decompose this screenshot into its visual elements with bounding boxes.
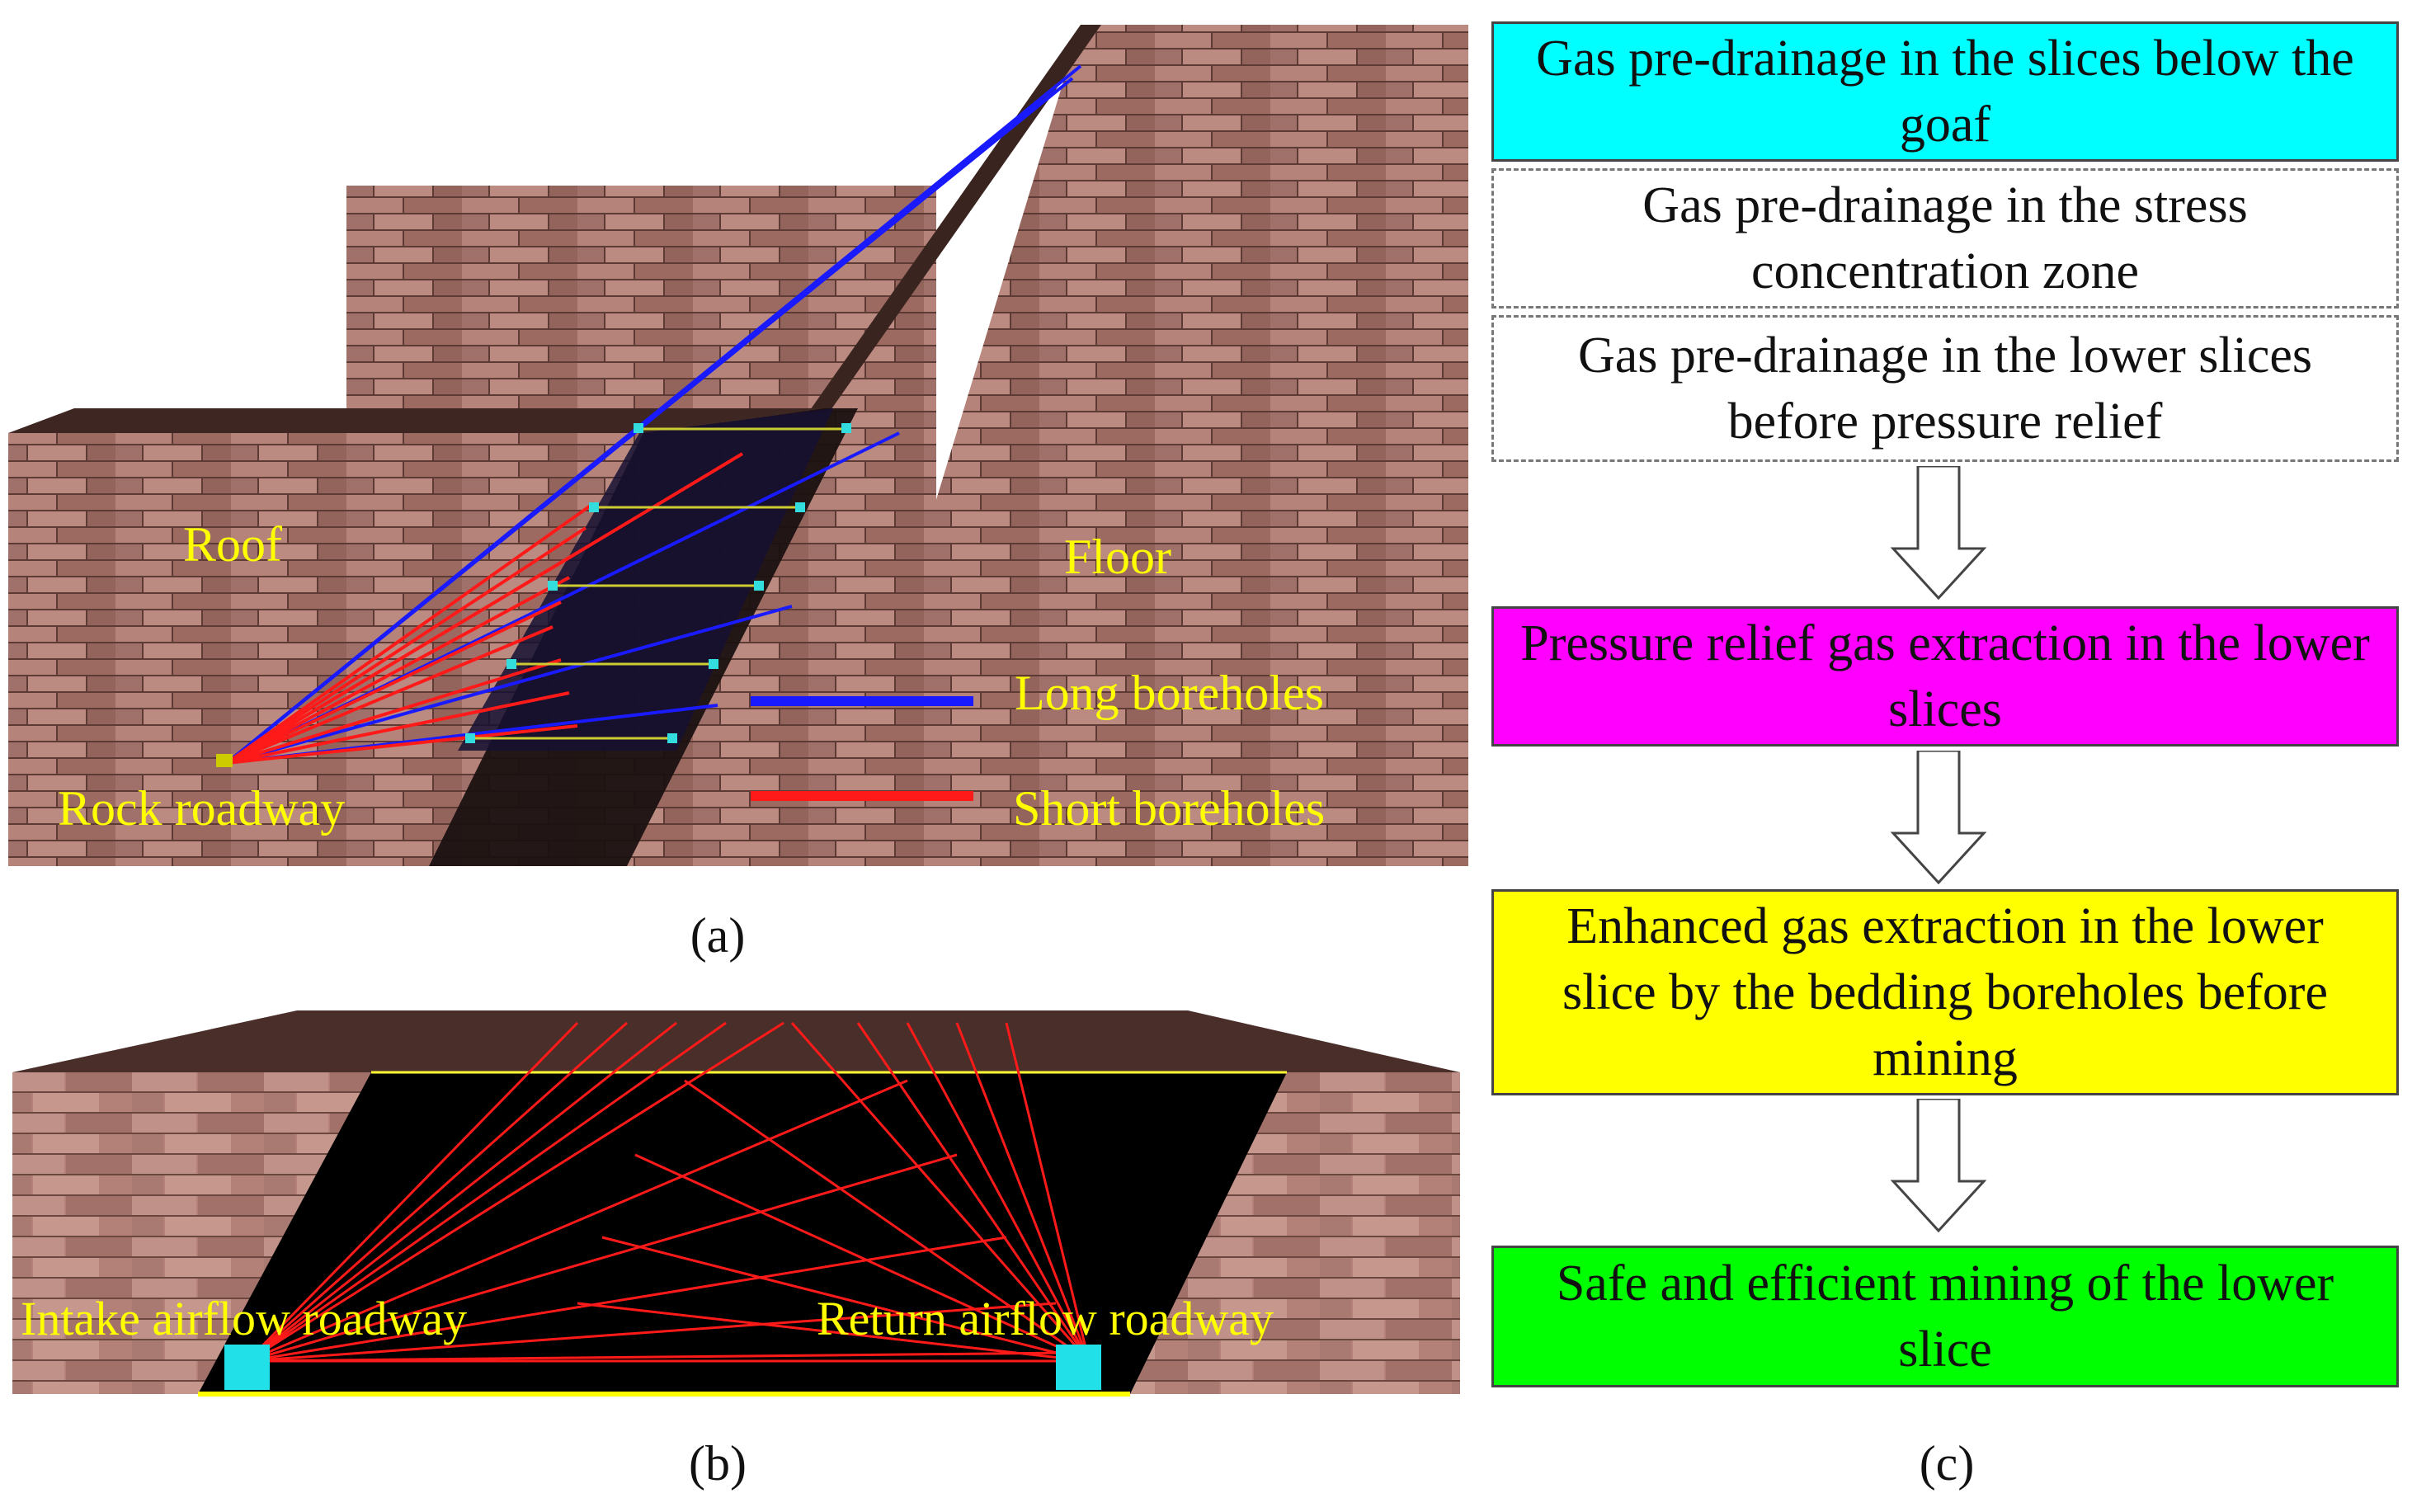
intake-label: Intake airflow roadway (21, 1292, 467, 1345)
flow-box-pressure-relief: Pressure relief gas extraction in the lo… (1491, 606, 2399, 747)
caption-b: (b) (689, 1436, 747, 1491)
caption-a: (a) (690, 908, 746, 963)
right-rock-block (825, 25, 1468, 866)
intake-roadway-marker (224, 1345, 270, 1390)
short-boreholes-label: Short boreholes (1013, 781, 1325, 836)
rock-roadway-label: Rock roadway (58, 781, 345, 836)
rock-roadway-marker (216, 754, 233, 767)
panel-b-diagram: Intake airflow roadway Return airflow ro… (12, 1010, 1460, 1397)
arrow-down-icon (1890, 466, 1987, 601)
return-roadway-marker (1056, 1345, 1101, 1390)
arrow-down-icon (1890, 1099, 1987, 1233)
roof-label: Roof (183, 517, 282, 572)
panel-a: Roof Floor Long boreholes Short borehole… (0, 0, 1485, 874)
slice-nodes (465, 423, 851, 743)
return-label: Return airflow roadway (817, 1292, 1274, 1345)
flow-box-bedding-boreholes: Enhanced gas extraction in the lower sli… (1491, 889, 2399, 1095)
floor-label: Floor (1064, 530, 1171, 584)
flowchart: Gas pre-drainage in the slices below the… (1485, 16, 2407, 1402)
panel-b: Intake airflow roadway Return airflow ro… (0, 990, 1485, 1411)
top-surface (808, 25, 1101, 412)
top-face (12, 1010, 1460, 1072)
flow-box-safe-mining: Safe and efficient mining of the lower s… (1491, 1246, 2399, 1387)
bedding-boreholes (246, 1021, 1091, 1363)
slice-lines (470, 427, 846, 740)
left-top-surface (8, 408, 825, 433)
panel-a-diagram: Roof Floor Long boreholes Short borehole… (8, 25, 1468, 866)
flow-box-before-relief: Gas pre-drainage in the lower slices bef… (1491, 315, 2399, 462)
short-boreholes-fan (225, 452, 744, 765)
black-coal-zone (198, 1072, 1287, 1394)
flow-box-stress-zone: Gas pre-drainage in the stress concentra… (1491, 168, 2399, 309)
arrow-down-icon (1890, 751, 1987, 885)
flow-box-goaf-slices: Gas pre-drainage in the slices below the… (1491, 21, 2399, 162)
long-boreholes-label: Long boreholes (1015, 666, 1324, 720)
caption-c: (c) (1919, 1436, 1975, 1491)
